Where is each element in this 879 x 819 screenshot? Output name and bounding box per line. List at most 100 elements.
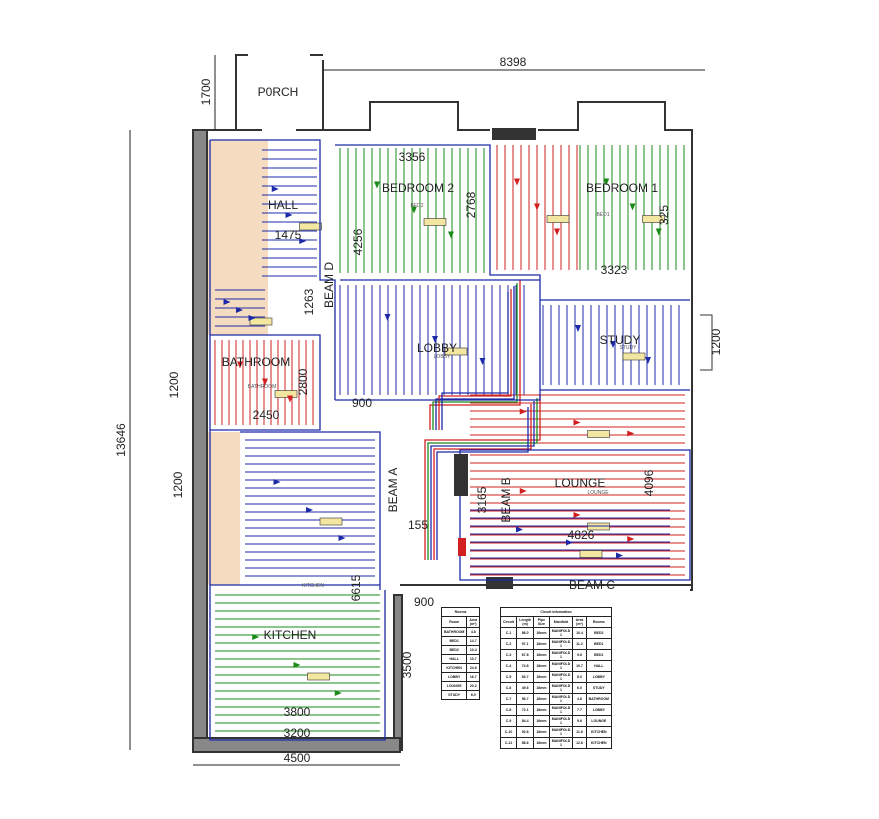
flow-arrow-icon (252, 634, 260, 640)
flow-arrow-icon (534, 203, 540, 211)
dim-kitchen-height: 6615 (349, 574, 363, 601)
table-cell: C-1 (499, 627, 518, 639)
table-cell: 16mm (533, 638, 550, 650)
circuit-tag (444, 347, 468, 356)
dim-bedroom2-width: 3356 (399, 150, 426, 164)
dim-bedroom1-width: 3323 (601, 263, 628, 277)
circuit-tag (299, 222, 322, 231)
table-cell: 9.6 (572, 715, 587, 727)
south-kitchen-wall (192, 737, 401, 753)
flow-arrow-icon (519, 488, 527, 494)
circuit-tag (546, 215, 570, 223)
dim-bottom-width: 4500 (284, 751, 311, 765)
circuit-table-title: Circuit Information (500, 607, 612, 617)
table-cell: 11.6 (572, 726, 587, 738)
dim-kitchen-door: 900 (414, 595, 434, 609)
dim-lounge-width: 4826 (568, 528, 595, 542)
north-east-walls (323, 101, 693, 591)
table-cell: 14.7 (466, 636, 481, 646)
table-cell: 8.0 (572, 671, 587, 683)
flow-arrow-icon (384, 314, 391, 321)
table-cell: LOUNGE (585, 715, 613, 727)
table-cell: MANIFOLD 1 (548, 726, 574, 738)
manifold-feed-pipe (427, 283, 538, 560)
flow-arrow-icon (306, 507, 313, 513)
table-cell: LOUNGE (440, 681, 468, 691)
room-tag-bedroom1: BED1 (596, 212, 609, 218)
flow-arrow-icon (610, 341, 616, 348)
dim-lobby-door: 900 (352, 396, 372, 410)
flow-arrow-icon (573, 419, 581, 426)
table-cell: MANIFOLD 1 (548, 638, 574, 650)
rooms-table-header: Room (440, 616, 468, 628)
table-cell: 97.1 (516, 638, 535, 650)
circuit-tag (249, 317, 273, 326)
table-cell: 16mm (533, 660, 550, 672)
flow-arrow-icon (287, 395, 293, 403)
table-cell: 10.4 (572, 627, 587, 639)
dim-bedroom1-height: 325 (657, 205, 671, 225)
circuit-tag (423, 218, 447, 226)
flow-arrow-icon (655, 228, 662, 236)
flow-arrow-icon (411, 206, 417, 214)
dim-kitchen-width-1: 3800 (284, 705, 311, 719)
table-cell: C-9 (499, 715, 518, 727)
table-cell: 67.8 (516, 649, 535, 661)
flow-arrow-icon (223, 299, 231, 305)
dim-lounge-c: 3165 (475, 486, 489, 513)
walls (192, 54, 713, 753)
flow-arrow-icon (271, 186, 279, 192)
table-cell: C-7 (499, 693, 518, 705)
table-cell: 6.0 (466, 690, 481, 700)
flow-arrow-icon (432, 336, 438, 343)
flow-arrow-icon (293, 662, 301, 668)
table-cell: 92.6 (516, 726, 535, 738)
table-cell: 16mm (533, 682, 550, 694)
manifold-valve (458, 538, 466, 556)
dim-bedroom2-height: 2768 (464, 191, 478, 218)
table-cell: 88.6 (516, 737, 535, 749)
flow-arrow-icon (374, 181, 380, 189)
circuit-tag (587, 430, 610, 438)
manifold-feed-pipe (436, 292, 529, 560)
table-cell: HALL (585, 660, 613, 672)
table-cell: STUDY (585, 682, 613, 694)
flow-arrow-icon (248, 315, 256, 321)
dim-bathroom-height: 2800 (296, 368, 310, 395)
table-cell: 11.2 (572, 638, 587, 650)
flow-arrow-icon (627, 430, 635, 437)
flow-arrow-icon (627, 536, 635, 542)
dim-kitchen-height-2: 3500 (400, 651, 414, 678)
chimney (492, 128, 536, 140)
dim-top-width: 8398 (500, 55, 527, 69)
table-cell: LOBBY (585, 671, 613, 683)
room-label-bedroom1: BEDROOM 1 (586, 181, 658, 195)
room-label-study: STUDY (600, 333, 641, 347)
beam-c-label: BEAM C (569, 578, 615, 592)
table-cell: 83.7 (516, 671, 535, 683)
room-tag-bedroom2: BED2 (410, 203, 423, 209)
table-header: Pipe Size (533, 616, 550, 628)
flow-arrow-icon (479, 358, 486, 365)
table-header: Length (m) (516, 616, 535, 628)
flow-arrow-icon (554, 228, 560, 236)
table-cell: LOBBY (440, 672, 468, 682)
dimension-lines (129, 55, 705, 766)
room-label-bedroom2: BEDROOM 2 (382, 181, 454, 195)
table-cell: MANIFOLD 1 (548, 737, 574, 749)
table-cell: STUDY (440, 690, 468, 700)
flow-arrow-icon (514, 178, 520, 186)
table-cell: MANIFOLD 1 (548, 682, 574, 694)
table-cell: KITCHEN (585, 726, 613, 738)
dim-bathroom-width: 2450 (253, 408, 280, 422)
manifold (454, 454, 468, 496)
room-label-kitchen: KITCHEN (264, 628, 317, 642)
kitchen-outline (210, 431, 381, 590)
dim-hall-width: 1475 (275, 228, 302, 242)
